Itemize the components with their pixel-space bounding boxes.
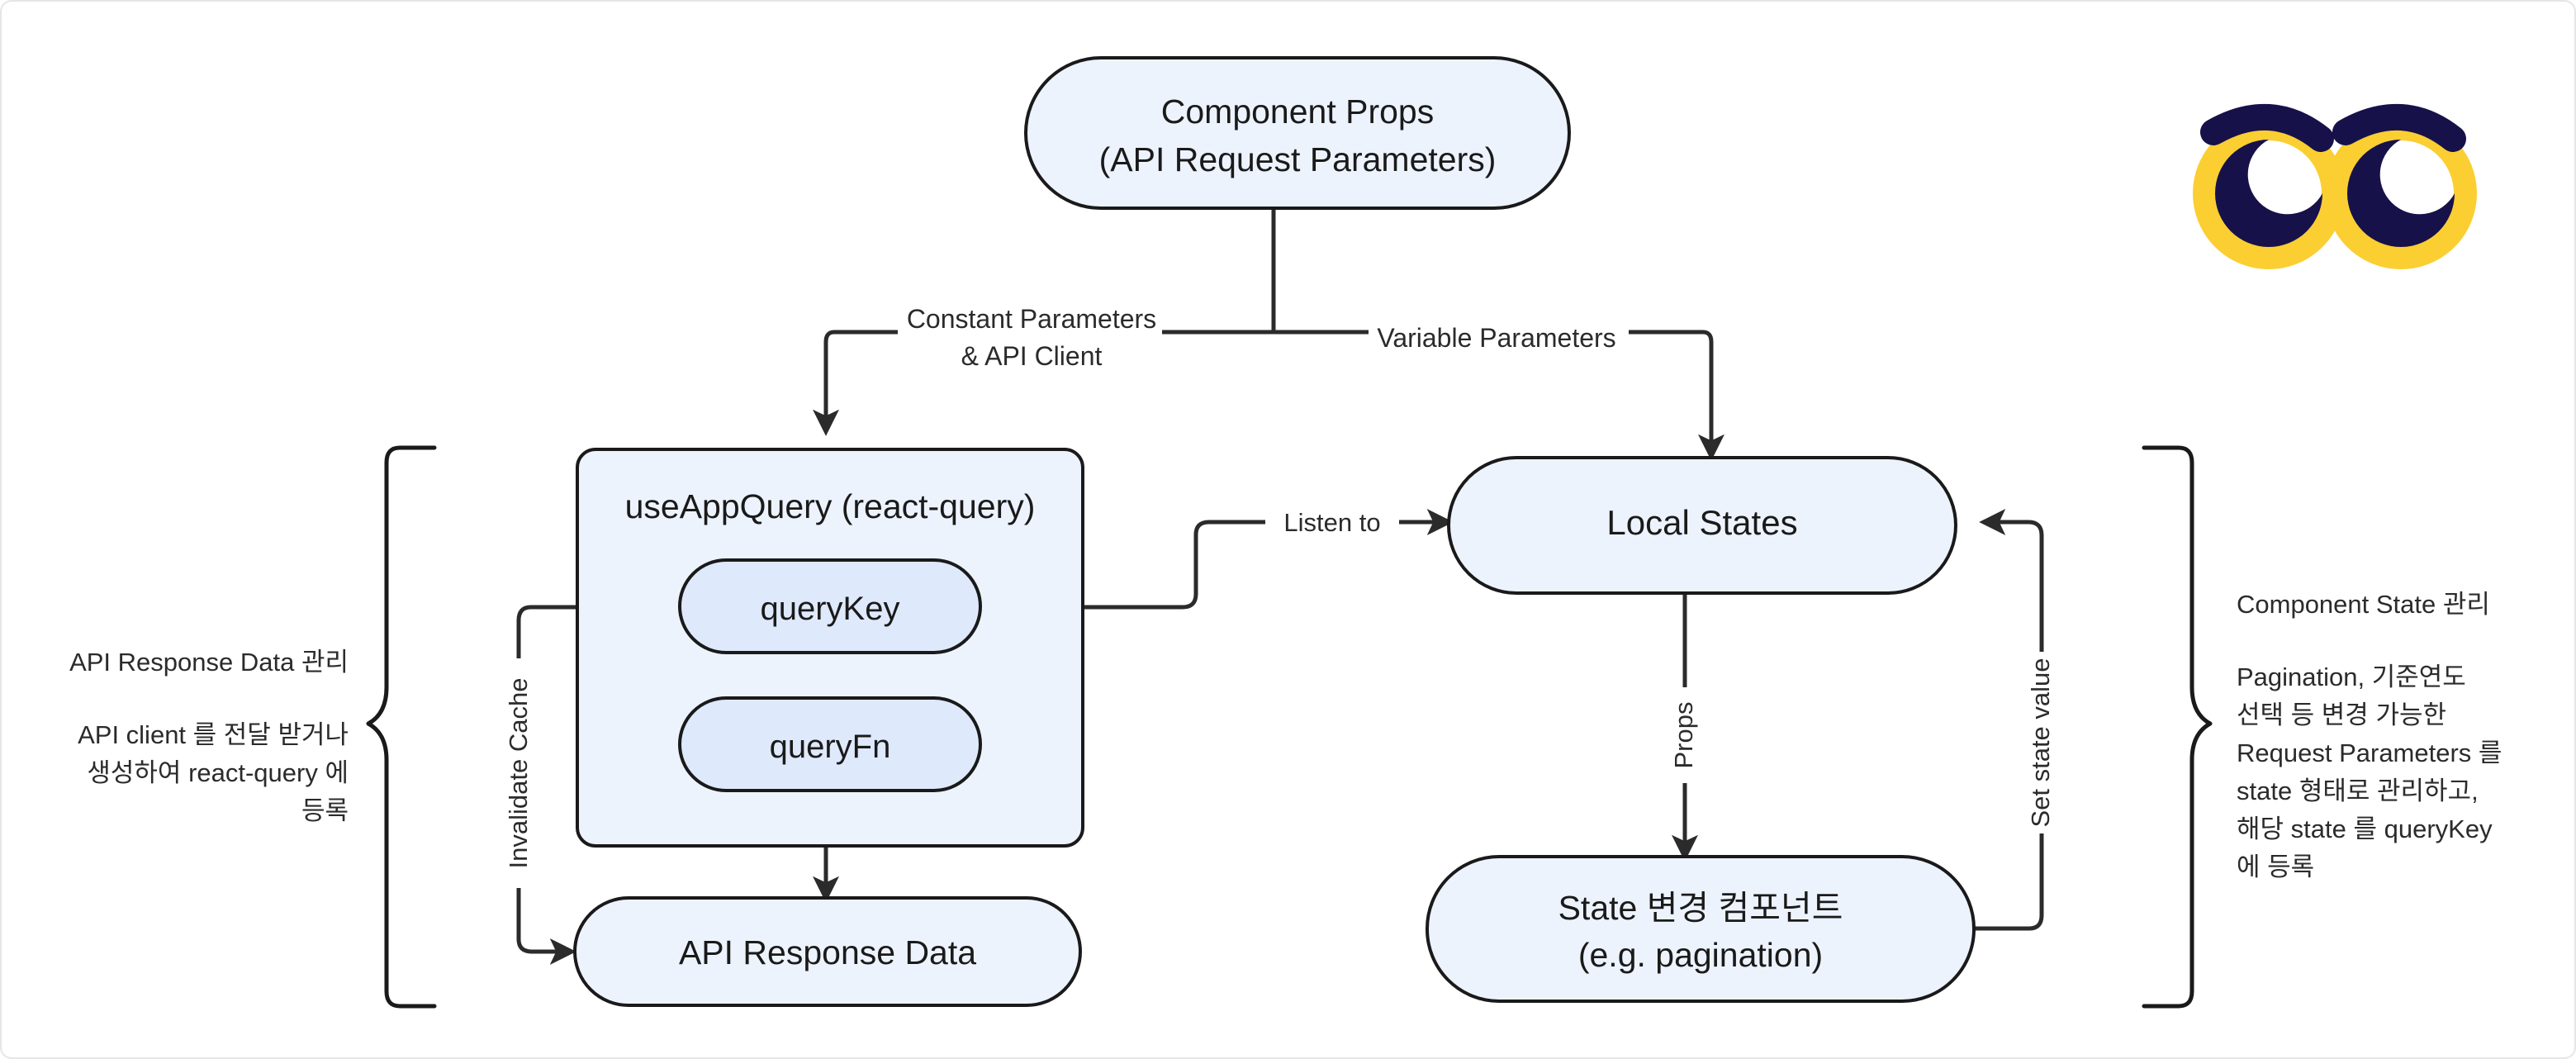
right-note-line3: Request Parameters 를 bbox=[2237, 738, 2502, 767]
edge-label-props: Props bbox=[1669, 702, 1698, 769]
left-note-line2: 생성하여 react-query 에 bbox=[87, 758, 349, 787]
label-bg-set-state bbox=[2023, 652, 2060, 833]
edge-label-invalidate-cache: Invalidate Cache bbox=[504, 678, 533, 869]
component-props-line2: (API Request Parameters) bbox=[1099, 140, 1497, 178]
label-bg-props bbox=[1667, 687, 1703, 783]
local-states-label: Local States bbox=[1606, 503, 1797, 542]
edge-variable-params bbox=[1697, 330, 1725, 461]
right-note-line2: 선택 등 변경 가능한 bbox=[2237, 700, 2446, 729]
node-local-states[interactable]: Local States bbox=[1447, 456, 1957, 595]
label-bg-invalidate bbox=[500, 658, 537, 888]
left-note-line1: API client 를 전달 받거나 bbox=[78, 720, 349, 749]
left-note-heading: API Response Data 관리 bbox=[69, 648, 349, 677]
left-note-line3: 등록 bbox=[301, 796, 349, 825]
right-note-line5: 해당 state 를 queryKey bbox=[2237, 814, 2493, 843]
right-note-heading: Component State 관리 bbox=[2237, 590, 2490, 619]
state-change-component-line1: State 변경 컴포넌트 bbox=[1558, 889, 1843, 927]
state-change-component-line2: (e.g. pagination) bbox=[1578, 936, 1823, 974]
edge-label-variable-parameters: Variable Parameters bbox=[1377, 323, 1615, 353]
query-fn-label: queryFn bbox=[770, 729, 891, 765]
node-state-change-component[interactable]: State 변경 컴포넌트 (e.g. pagination) bbox=[1426, 855, 1976, 1003]
node-query-key[interactable]: queryKey bbox=[678, 558, 982, 654]
edge-listen-to bbox=[980, 520, 1265, 610]
node-query-fn[interactable]: queryFn bbox=[678, 696, 982, 792]
edge-label-set-state-value: Set state value bbox=[2026, 658, 2055, 827]
label-bg-listen bbox=[1265, 504, 1399, 540]
right-note-line4: state 형태로 관리하고, bbox=[2237, 776, 2479, 805]
api-response-data-label: API Response Data bbox=[679, 933, 976, 971]
label-bg-constant bbox=[898, 299, 1162, 378]
edge-constant-params bbox=[812, 330, 840, 436]
edge-label-constant-parameters-line2: & API Client bbox=[961, 341, 1103, 371]
node-component-props[interactable]: Component Props (API Request Parameters) bbox=[1024, 56, 1571, 210]
right-note-line6: 에 등록 bbox=[2237, 852, 2314, 881]
use-app-query-label: useAppQuery (react-query) bbox=[625, 487, 1036, 525]
right-note-line1: Pagination, 기준연도 bbox=[2237, 662, 2466, 691]
left-brace bbox=[366, 445, 437, 1009]
edge-label-constant-parameters-line1: Constant Parameters bbox=[907, 304, 1156, 334]
edge-label-listen-to: Listen to bbox=[1283, 508, 1380, 537]
component-props-line1: Component Props bbox=[1161, 93, 1434, 131]
label-bg-variable bbox=[1369, 321, 1629, 356]
node-api-response-data[interactable]: API Response Data bbox=[573, 896, 1082, 1007]
right-brace bbox=[2142, 445, 2213, 1009]
eyes-icon bbox=[2193, 103, 2477, 269]
query-key-label: queryKey bbox=[761, 591, 900, 627]
